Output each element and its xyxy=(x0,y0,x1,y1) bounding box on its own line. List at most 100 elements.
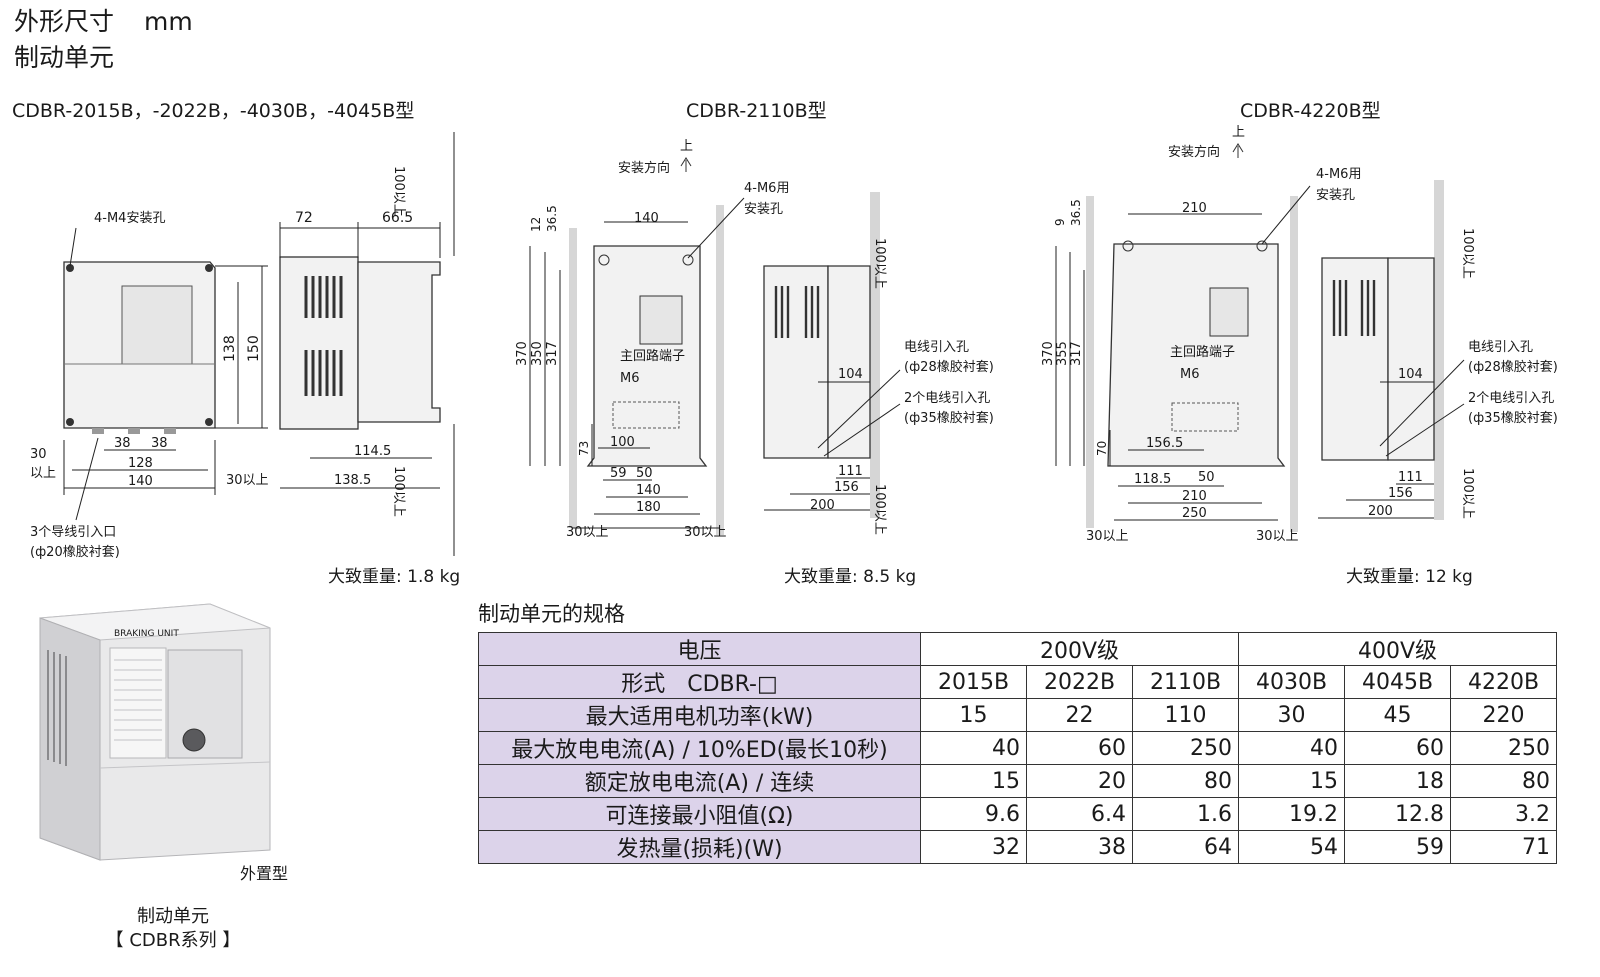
drawing1-caption: CDBR-2015B，-2022B，-4030B，-4045B型 xyxy=(12,100,415,122)
drawing2-up-arrow-icon xyxy=(680,157,692,172)
drawing2-direction-label: 安装方向 xyxy=(618,160,670,176)
drawing1-entry-label: (ф20橡胶衬套) xyxy=(30,544,120,560)
table-row: 电压 200V级 400V级 xyxy=(478,632,1557,666)
drawing2-wire-leader xyxy=(817,369,901,449)
drawing3-front-panel xyxy=(1209,287,1249,337)
drawing3-wire-label: (ф28橡胶衬套) xyxy=(1468,359,1558,375)
drawing3-hole-leader xyxy=(1261,185,1311,245)
clearance-label: 100以上 xyxy=(1460,228,1475,279)
value-cell: 15 xyxy=(1238,764,1345,798)
drawing2-terminal-label: 主回路端子 xyxy=(620,348,685,364)
dim-label: 114.5 xyxy=(354,444,391,459)
drawing3-up-label: 上 xyxy=(1232,125,1245,140)
dim-label: 36.5 xyxy=(545,205,559,232)
value-cell: 20 xyxy=(1026,764,1133,798)
drawing3-direction-label: 安装方向 xyxy=(1168,144,1220,160)
value-cell: 80 xyxy=(1450,764,1557,798)
row-label: 最大放电电流(A) / 10%ED(最长10秒) xyxy=(478,731,921,765)
photo-warning-lines xyxy=(114,659,162,741)
row-label: 额定放电电流(A) / 连续 xyxy=(478,764,921,798)
clearance-label: 30以上 xyxy=(1256,529,1299,544)
dim-label: 9 xyxy=(1053,218,1067,226)
spec-table: 电压 200V级 400V级 形式 CDBR-□ 2015B 2022B 211… xyxy=(478,632,1557,864)
value-cell: 64 xyxy=(1132,830,1239,864)
value-cell: 54 xyxy=(1238,830,1345,864)
model-cell: 2022B xyxy=(1026,665,1133,699)
dim-label: 355 xyxy=(1055,341,1070,366)
model-header: 形式 CDBR-□ xyxy=(478,665,921,699)
dim-label: 70 xyxy=(1095,441,1109,456)
dim-label: 36.5 xyxy=(1069,199,1083,226)
value-cell: 9.6 xyxy=(920,797,1027,831)
dim-label: 59 xyxy=(610,466,627,481)
row-label: 最大适用电机功率(kW) xyxy=(478,698,921,732)
model-cell: 4220B xyxy=(1450,665,1557,699)
drawing1-entry-icon xyxy=(164,428,176,434)
dim-label: 140 xyxy=(128,474,153,489)
dim-label: 200 xyxy=(810,498,835,513)
dim-label: 111 xyxy=(1398,470,1423,485)
dim-label: 12 xyxy=(529,217,543,232)
drawing2-hole-leader xyxy=(687,197,745,259)
table-row: 发热量(损耗)(W) 32 38 64 54 59 71 xyxy=(478,830,1557,864)
drawing2-wire-label: 电线引入孔 xyxy=(904,340,969,355)
drawing2-wire-label: (ф28橡胶衬套) xyxy=(904,359,994,375)
row-label: 发热量(损耗)(W) xyxy=(478,830,921,864)
dim-label: 38 xyxy=(114,436,131,451)
drawing1-entry-leader xyxy=(75,437,99,521)
dim-label: 200 xyxy=(1368,504,1393,519)
dim-label: 138 xyxy=(222,335,238,362)
drawing2-weight: 大致重量: 8.5 kg xyxy=(784,567,917,587)
drawing3-hole-label: 4-M6用 xyxy=(1316,167,1361,182)
drawing3-wall xyxy=(1086,196,1094,528)
clearance-label: 以上 xyxy=(30,466,56,481)
drawing3-wall xyxy=(1434,180,1444,520)
dim-label: 156.5 xyxy=(1146,436,1183,451)
dim-label: 210 xyxy=(1182,201,1207,216)
drawing1-hole-icon xyxy=(205,264,213,272)
drawing1-hole-icon xyxy=(66,418,74,426)
dim-label: 138.5 xyxy=(334,473,371,488)
model-cell: 2015B xyxy=(920,665,1027,699)
model-cell: 4030B xyxy=(1238,665,1345,699)
clearance-label: 100以上 xyxy=(872,238,887,289)
dim-label: 370 xyxy=(515,341,530,366)
drawing3-wire-leader xyxy=(1385,403,1465,457)
clearance-label: 30以上 xyxy=(684,525,727,540)
drawing1-hole-icon xyxy=(66,264,74,272)
dim-label: 370 xyxy=(1041,341,1056,366)
value-cell: 32 xyxy=(920,830,1027,864)
dim-label: 72 xyxy=(295,210,313,226)
drawing1-side-heatsink xyxy=(357,261,441,423)
dim-label: 73 xyxy=(577,441,591,456)
value-cell: 18 xyxy=(1344,764,1451,798)
page-subtitle: 制动单元 xyxy=(14,43,115,72)
dim-label: 180 xyxy=(636,500,661,515)
photo-vent-icon xyxy=(47,650,67,766)
value-cell: 45 xyxy=(1344,698,1451,732)
drawing1-front-panel xyxy=(121,285,193,365)
value-cell: 3.2 xyxy=(1450,797,1557,831)
dim-label: 140 xyxy=(634,211,659,226)
value-cell: 40 xyxy=(920,731,1027,765)
photo-name: 制动单元 xyxy=(137,906,209,927)
value-cell: 19.2 xyxy=(1238,797,1345,831)
drawing3-caption: CDBR-4220B型 xyxy=(1240,100,1381,122)
clearance-label: 100以上 xyxy=(1460,468,1475,519)
value-cell: 59 xyxy=(1344,830,1451,864)
clearance-label: 30 xyxy=(30,447,47,462)
photo-seam xyxy=(99,761,271,769)
dim-label: 100 xyxy=(610,435,635,450)
value-cell: 60 xyxy=(1344,731,1451,765)
unit-label: mm xyxy=(144,7,193,36)
value-cell: 1.6 xyxy=(1132,797,1239,831)
photo-indicator-icon xyxy=(182,728,206,752)
dim-label: 50 xyxy=(1198,470,1215,485)
dim-label: 250 xyxy=(1182,506,1207,521)
drawing3-wire-label: 2个电线引入孔 xyxy=(1468,391,1554,406)
dim-label: 350 xyxy=(530,341,545,366)
dim-label: 38 xyxy=(151,436,168,451)
clearance-label: 100以上 xyxy=(391,166,406,217)
